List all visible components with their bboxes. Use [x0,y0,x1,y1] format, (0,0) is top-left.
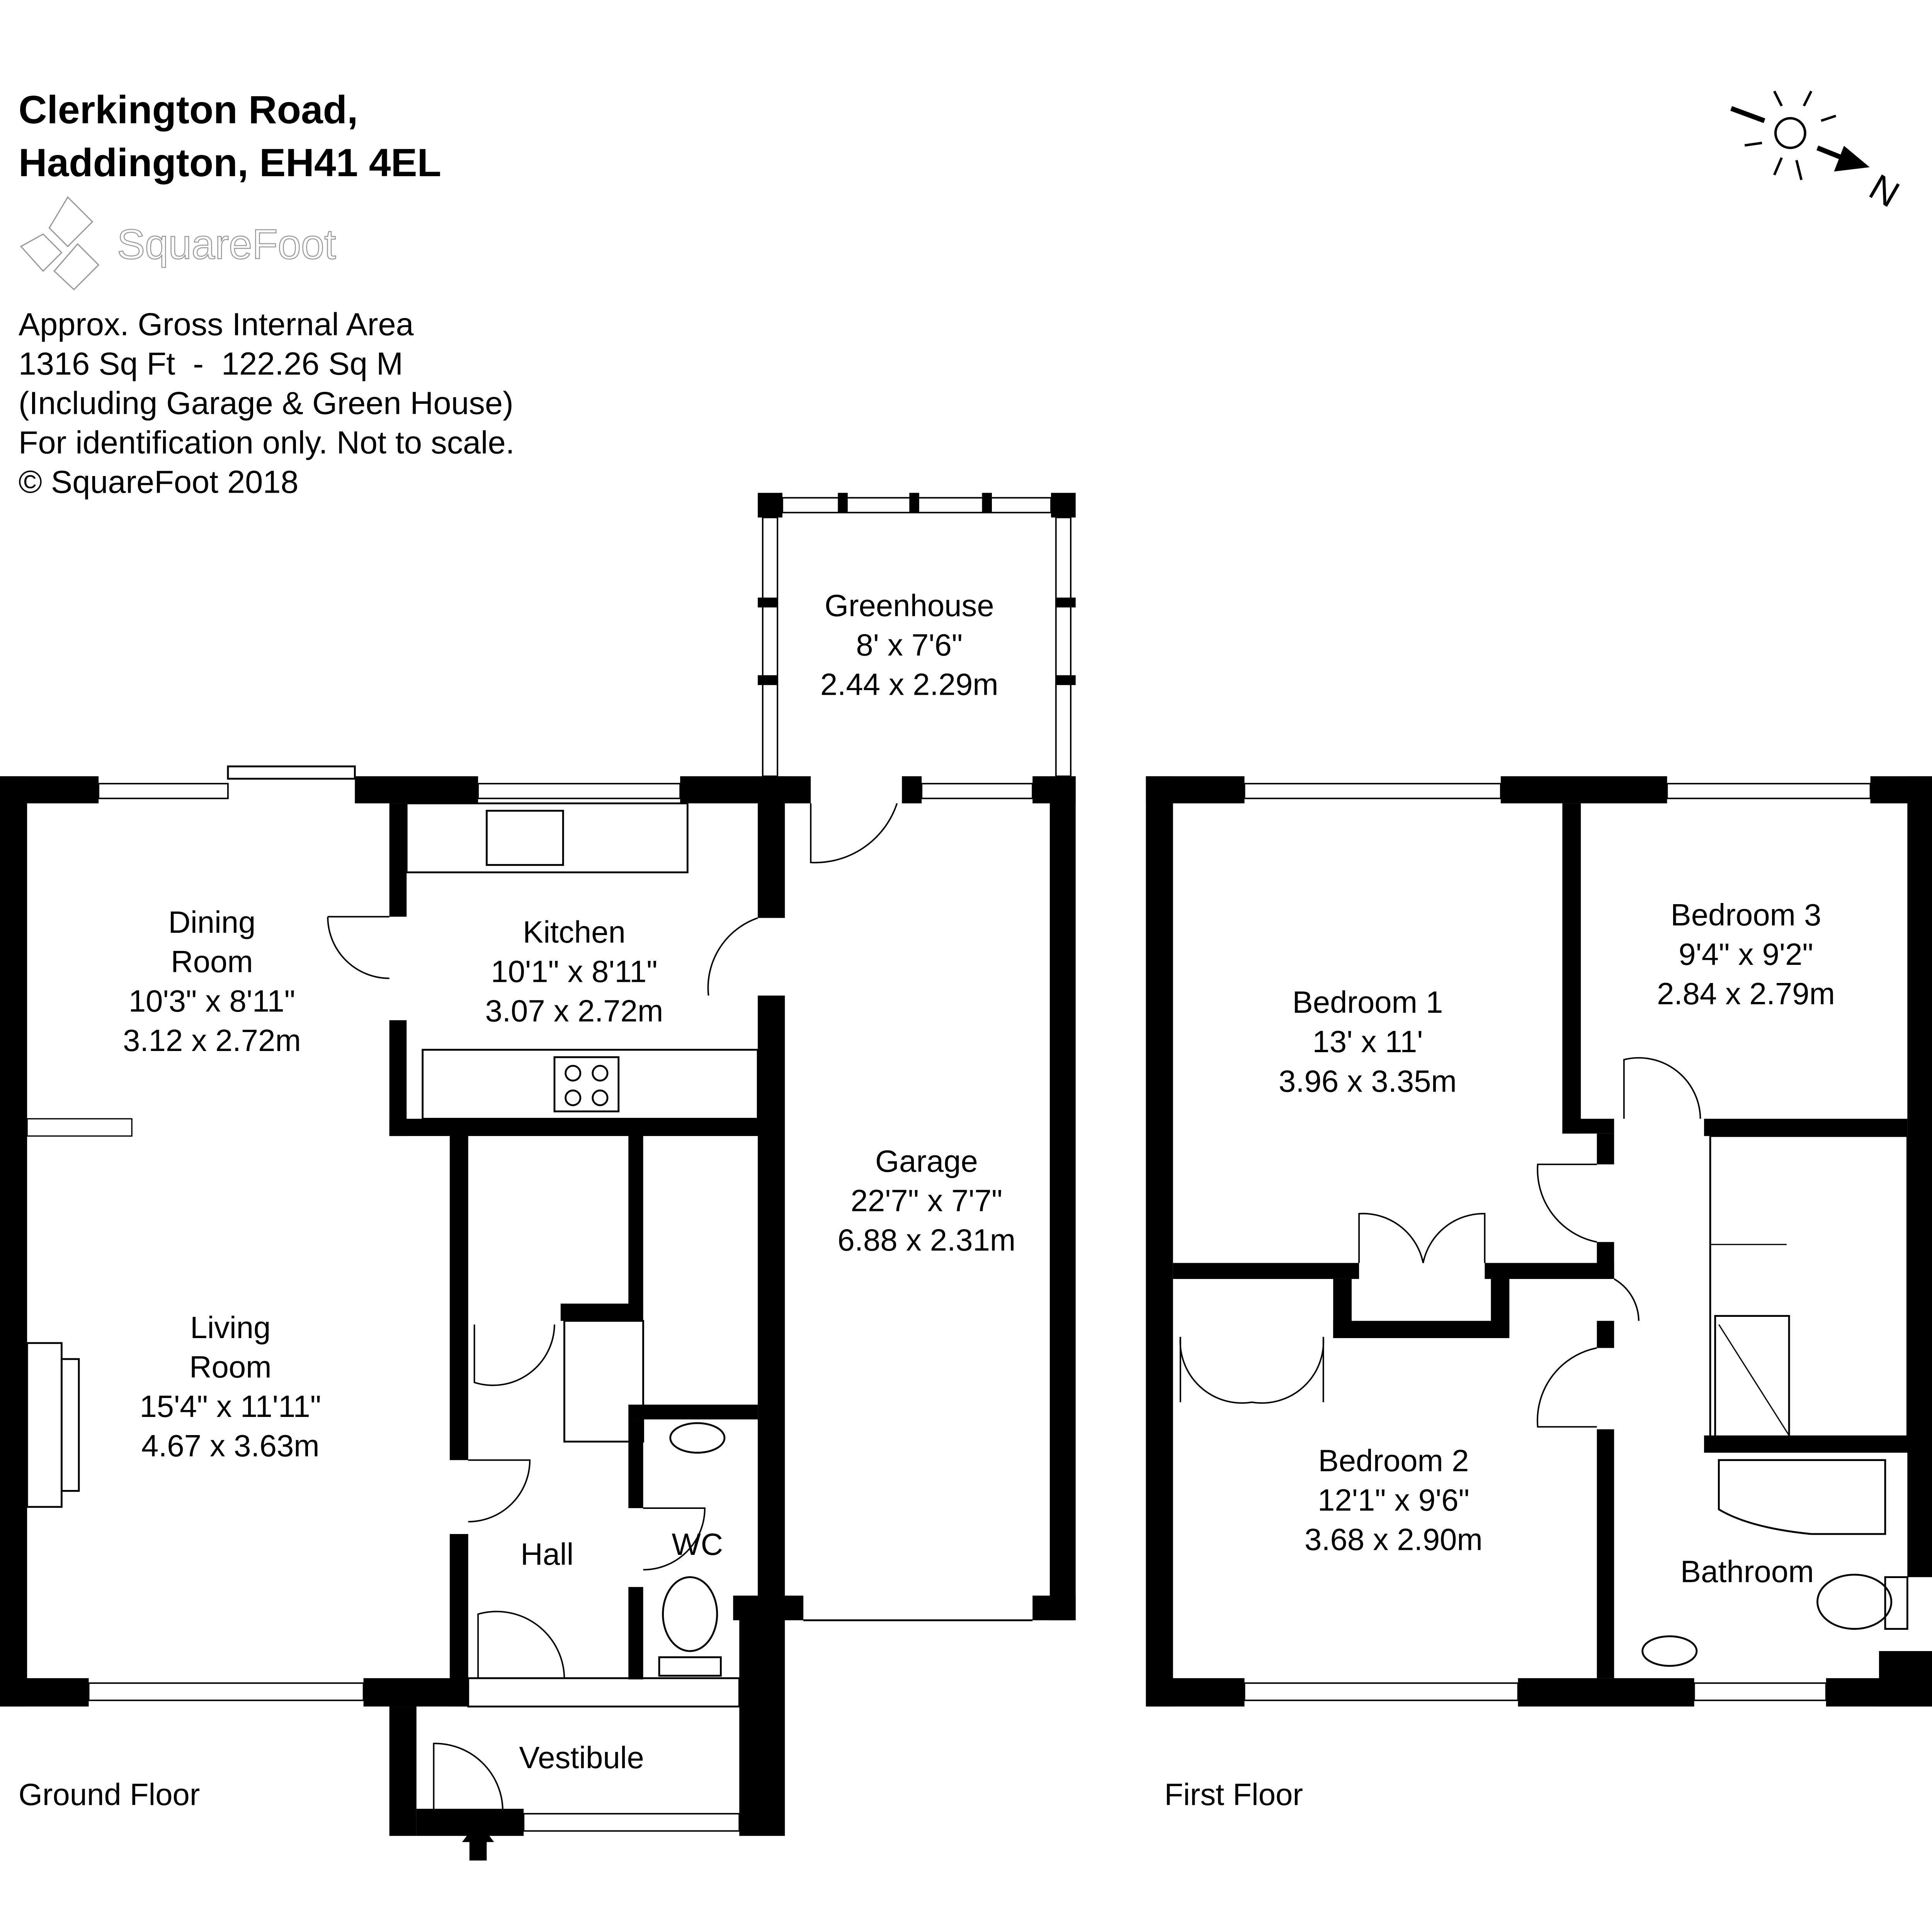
title-line-2: Haddington, EH41 4EL [19,141,441,185]
ground-floor-label: Ground Floor [19,1777,200,1812]
room-vestibule: Vestibule [519,1740,644,1775]
copyright: © SquareFoot 2018 [19,464,299,500]
room-dimensions-metric: 6.88 x 2.31m [838,1223,1016,1257]
room-dimensions-imperial: 9'4" x 9'2" [1679,937,1813,971]
room-name: Garage [875,1144,978,1179]
room-dimensions-metric: 3.96 x 3.35m [1279,1064,1457,1098]
room-bedroom-3: Bedroom 3 9'4" x 9'2" 2.84 x 2.79m [1657,898,1835,1011]
ground-floor-plan: Greenhouse 8' x 7'6" 2.44 x 2.29m Dining… [0,493,1076,1861]
room-dimensions-imperial: 22'7" x 7'7" [851,1184,1003,1218]
room-bathroom: Bathroom [1680,1554,1814,1588]
room-hall: Hall [520,1537,573,1571]
room-garage: Garage 22'7" x 7'7" 6.88 x 2.31m [838,1144,1016,1257]
area-line-1: Approx. Gross Internal Area [19,306,414,342]
room-name: Bedroom 2 [1318,1443,1469,1478]
room-name: Room [189,1350,272,1384]
room-bedroom-2: Bedroom 2 12'1" x 9'6" 3.68 x 2.90m [1304,1443,1483,1556]
room-wc: WC [672,1527,723,1561]
room-dimensions-metric: 3.12 x 2.72m [123,1023,301,1058]
north-label: N [1862,166,1906,215]
entrance-arrow-icon [462,1821,494,1861]
room-dimensions-metric: 2.44 x 2.29m [820,667,998,701]
room-living-room: Living Room 15'4" x 11'11" 4.67 x 3.63m [139,1310,321,1463]
area-line-2: 1316 Sq Ft - 122.26 Sq M [19,345,403,381]
room-name: Kitchen [523,915,626,949]
room-dimensions-imperial: 10'1" x 8'11" [491,954,657,988]
room-name: Dining [168,905,255,939]
area-line-3: (Including Garage & Green House) [19,385,514,421]
room-dimensions-metric: 3.07 x 2.72m [485,993,663,1028]
logo-text: SquareFoot [117,221,336,268]
room-name: Bedroom 1 [1293,985,1443,1019]
room-name: Room [171,944,253,979]
room-dimensions-metric: 3.68 x 2.90m [1304,1522,1483,1556]
room-dining-room: Dining Room 10'3" x 8'11" 3.12 x 2.72m [123,905,301,1058]
room-dimensions-metric: 4.67 x 3.63m [141,1429,320,1463]
first-floor-label: First Floor [1164,1777,1303,1812]
title-line-1: Clerkington Road, [19,88,358,132]
room-kitchen: Kitchen 10'1" x 8'11" 3.07 x 2.72m [485,915,663,1028]
room-bedroom-1: Bedroom 1 13' x 11' 3.96 x 3.35m [1279,985,1457,1098]
room-dimensions-imperial: 12'1" x 9'6" [1318,1483,1469,1517]
room-dimensions-imperial: 10'3" x 8'11" [129,984,295,1018]
room-name: Bedroom 3 [1671,898,1821,932]
room-dimensions-imperial: 15'4" x 11'11" [139,1389,321,1423]
room-greenhouse: Greenhouse 8' x 7'6" 2.44 x 2.29m [820,588,998,701]
room-dimensions-imperial: 8' x 7'6" [856,628,963,662]
sun-north-arrow-icon [1730,90,1870,180]
disclaimer: For identification only. Not to scale. [19,424,515,460]
room-dimensions-metric: 2.84 x 2.79m [1657,976,1835,1011]
room-dimensions-imperial: 13' x 11' [1313,1024,1423,1059]
room-name: Greenhouse [825,588,994,622]
squarefoot-logo: SquareFoot [20,196,337,291]
first-floor-plan: Bedroom 1 13' x 11' 3.96 x 3.35m Bedroom… [1146,776,1932,1707]
room-name: Living [190,1310,270,1345]
